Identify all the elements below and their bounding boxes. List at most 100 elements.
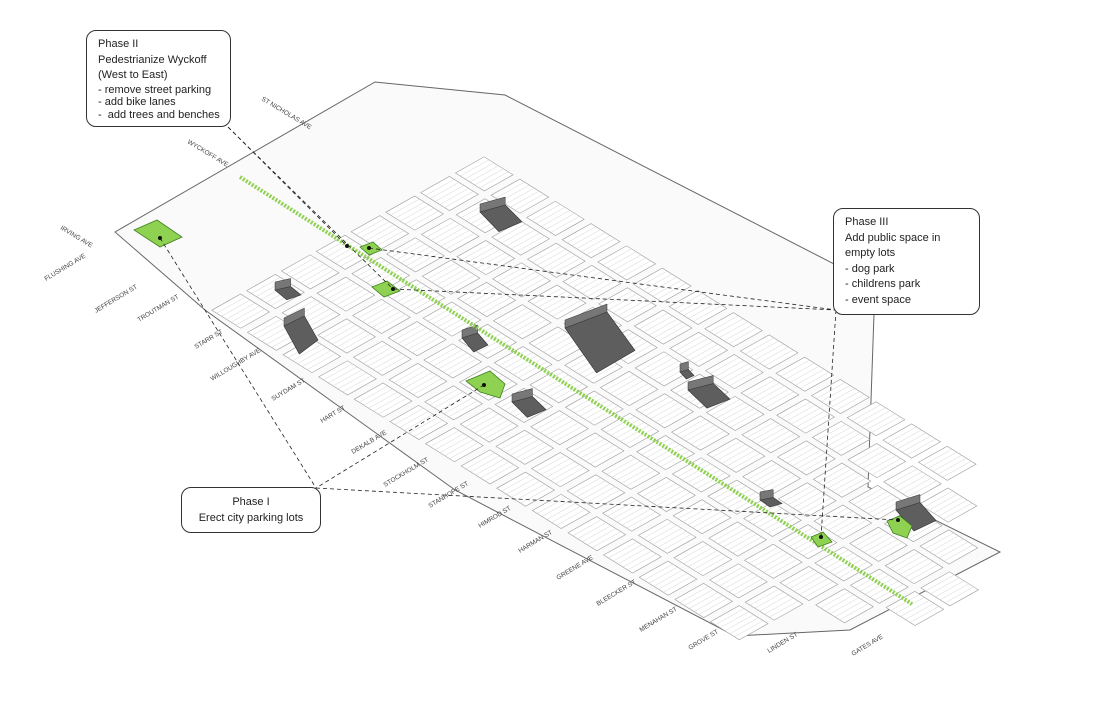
row-house-divider — [752, 466, 782, 483]
row-house-divider — [587, 280, 616, 297]
row-house-divider — [693, 305, 723, 322]
row-house-divider — [661, 492, 691, 509]
row-house-divider — [328, 366, 358, 384]
row-house-divider — [933, 496, 963, 514]
row-house-divider — [607, 251, 637, 269]
row-house-divider — [663, 575, 693, 593]
row-house-divider — [567, 226, 596, 243]
row-house-divider — [502, 268, 532, 286]
row-house-divider — [653, 569, 683, 587]
row-house-divider — [715, 608, 745, 625]
row-house-divider — [681, 463, 711, 481]
row-house-divider — [925, 574, 955, 592]
row-house-divider — [642, 480, 672, 497]
row-house-divider — [548, 338, 578, 356]
row-house-divider — [603, 290, 633, 308]
row-house-divider — [617, 299, 647, 317]
row-house-divider — [621, 466, 651, 484]
row-house-divider — [857, 449, 887, 466]
row-house-divider — [571, 435, 601, 453]
row-house-divider — [683, 299, 713, 316]
row-house-divider — [536, 455, 566, 472]
row-house-divider — [549, 380, 578, 398]
row-house-divider — [485, 464, 515, 482]
row-house-divider — [556, 509, 586, 526]
row-house-divider — [477, 294, 506, 311]
row-house-divider — [790, 365, 820, 383]
row-house-divider — [541, 252, 571, 269]
row-house-divider — [904, 561, 934, 578]
row-house-divider — [646, 441, 676, 458]
row-house-divider — [763, 556, 793, 573]
row-house-divider — [572, 519, 602, 536]
row-house-divider — [607, 499, 637, 517]
row-house-divider — [554, 425, 584, 442]
row-house-divider — [579, 399, 609, 417]
row-house-divider — [938, 499, 968, 517]
row-house-divider — [868, 539, 898, 556]
row-house-divider — [326, 282, 356, 300]
row-house-divider — [585, 444, 615, 462]
row-house-divider — [392, 282, 422, 300]
row-house-divider — [655, 447, 685, 464]
row-house-divider — [826, 430, 856, 447]
phase-iii-line: - event space — [845, 293, 912, 306]
row-house-divider — [800, 413, 830, 431]
row-house-divider — [474, 168, 504, 186]
row-house-divider — [681, 421, 711, 439]
row-house-divider — [474, 416, 504, 434]
street-label-hart: HART ST — [319, 404, 346, 424]
row-house-divider — [358, 343, 388, 361]
row-house-divider — [371, 311, 401, 328]
row-house-divider — [590, 447, 620, 465]
row-house-divider — [871, 458, 901, 475]
row-house-divider — [356, 260, 386, 277]
row-house-divider — [789, 572, 819, 589]
row-house-divider — [617, 257, 646, 275]
row-house-divider — [613, 296, 642, 314]
row-house-divider — [362, 305, 392, 322]
row-house-divider — [446, 274, 476, 292]
row-house-divider — [755, 385, 785, 403]
row-house-divider — [621, 508, 651, 526]
row-house-divider — [395, 201, 425, 219]
row-house-divider — [753, 508, 783, 525]
row-house-divider — [332, 327, 362, 345]
row-house-divider — [910, 606, 939, 623]
row-house-divider — [728, 327, 758, 344]
row-house-divider — [852, 446, 882, 463]
row-house-divider — [686, 466, 716, 484]
row-house-divider — [331, 285, 361, 303]
row-house-divider — [944, 586, 974, 604]
row-house-divider — [937, 458, 967, 475]
row-house-divider — [653, 321, 683, 339]
row-house-divider — [935, 580, 965, 598]
large-building-face — [461, 324, 478, 339]
row-house-divider — [792, 491, 822, 509]
street-label-dekalb: DEKALB AVE — [350, 429, 388, 456]
row-house-divider — [902, 477, 932, 495]
row-house-divider — [643, 273, 672, 291]
row-house-divider — [929, 535, 959, 553]
row-house-divider — [900, 600, 930, 617]
row-house-divider — [746, 421, 776, 438]
row-house-divider — [405, 249, 435, 267]
row-house-divider — [710, 357, 740, 374]
row-house-divider — [341, 291, 370, 309]
row-house-divider — [639, 312, 668, 330]
row-house-divider — [496, 223, 526, 241]
large-building-face — [687, 375, 714, 391]
row-house-divider — [511, 232, 540, 250]
large-building-face — [511, 388, 533, 403]
row-house-divider — [482, 339, 512, 356]
row-house-divider — [729, 369, 759, 386]
row-house-divider — [407, 333, 437, 350]
row-house-divider — [868, 497, 897, 514]
row-house-divider — [791, 407, 821, 425]
row-house-divider — [501, 474, 531, 492]
street-label-starr: STARR ST — [193, 328, 224, 350]
row-house-divider — [660, 450, 690, 467]
row-house-divider — [908, 522, 938, 539]
row-house-divider — [411, 294, 441, 312]
row-house-divider — [409, 417, 438, 434]
